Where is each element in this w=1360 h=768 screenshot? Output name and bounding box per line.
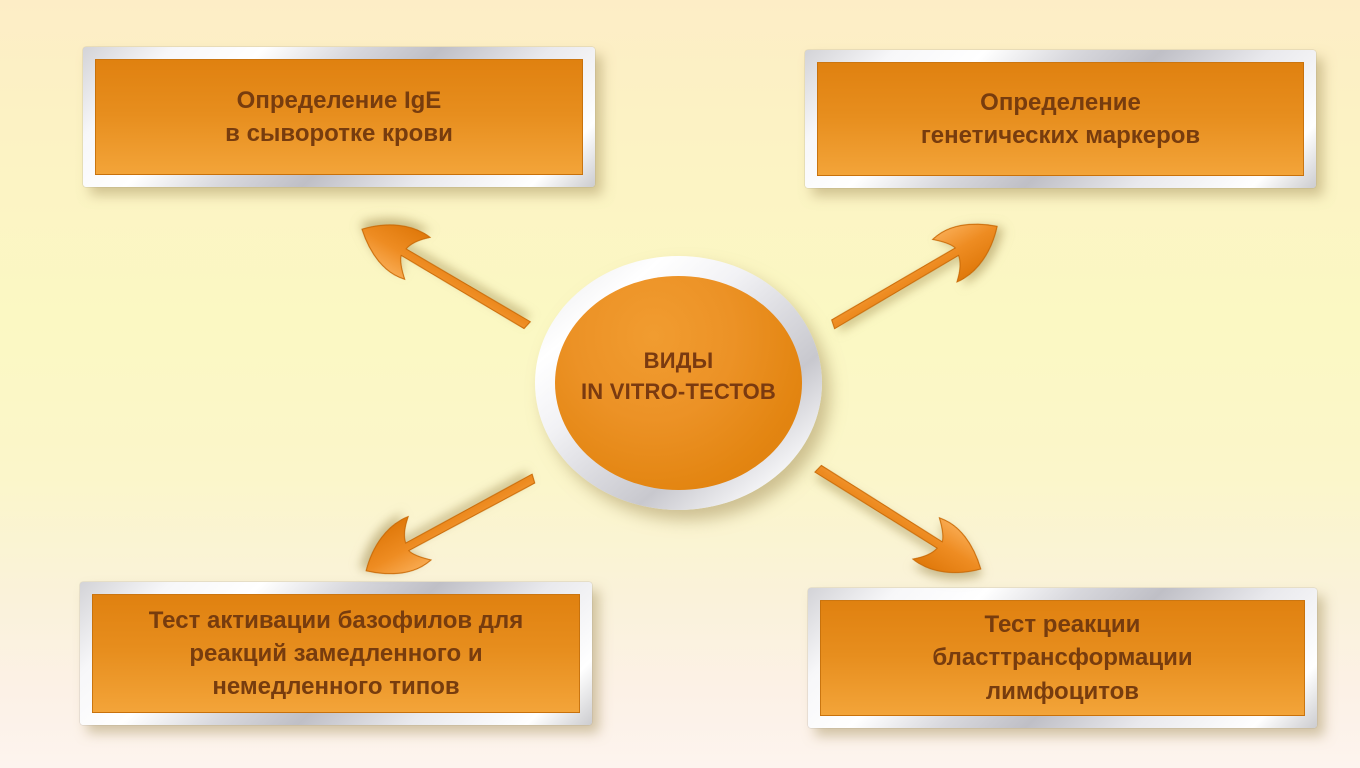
box-ige-serum: Определение IgE в сыворотке крови bbox=[83, 47, 595, 187]
box-text-line: Определение IgE bbox=[236, 86, 442, 114]
arrow-top-left-icon bbox=[361, 224, 532, 330]
box-genetic-markers-panel: Определение генетических маркеров bbox=[817, 62, 1304, 176]
center-circle-panel: ВИДЫ IN VITRO-ТЕСТОВ bbox=[555, 276, 802, 490]
box-ige-serum-panel: Определение IgE в сыворотке крови bbox=[95, 59, 583, 175]
arrow-bottom-right-icon bbox=[814, 464, 982, 574]
box-blast-transformation-panel: Тест реакции бласттрансформации лимфоцит… bbox=[820, 600, 1305, 716]
box-genetic-markers-label: Определение генетических маркеров bbox=[921, 86, 1200, 152]
box-text-line: Тест активации базофилов для bbox=[148, 606, 524, 634]
box-text-line: лимфоцитов bbox=[985, 677, 1140, 705]
box-basophil-activation-panel: Тест активации базофилов для реакций зам… bbox=[92, 594, 580, 713]
box-blast-transformation: Тест реакции бласттрансформации лимфоцит… bbox=[808, 588, 1317, 728]
box-text-line: Определение bbox=[980, 88, 1141, 116]
box-blast-transformation-label: Тест реакции бласттрансформации лимфоцит… bbox=[932, 608, 1192, 707]
box-text-line: немедленного типов bbox=[212, 673, 460, 701]
box-text-line: Тест реакции bbox=[984, 611, 1141, 639]
box-genetic-markers: Определение генетических маркеров bbox=[805, 50, 1316, 188]
box-ige-serum-label: Определение IgE в сыворотке крови bbox=[225, 84, 453, 150]
circle-text-line: ВИДЫ bbox=[643, 347, 714, 373]
box-basophil-activation: Тест активации базофилов для реакций зам… bbox=[80, 582, 592, 725]
box-text-line: бласттрансформации bbox=[932, 644, 1193, 672]
arrow-top-right-icon bbox=[831, 223, 998, 330]
box-basophil-activation-label: Тест активации базофилов для реакций зам… bbox=[149, 604, 524, 703]
box-text-line: генетических маркеров bbox=[920, 122, 1201, 149]
circle-text-line: IN VITRO-ТЕСТОВ bbox=[580, 379, 776, 404]
box-text-line: в сыворотке крови bbox=[225, 120, 453, 147]
center-circle-label: ВИДЫ IN VITRO-ТЕСТОВ bbox=[581, 345, 776, 407]
center-circle: ВИДЫ IN VITRO-ТЕСТОВ bbox=[535, 256, 822, 510]
arrow-bottom-left-icon bbox=[365, 473, 536, 575]
box-text-line: реакций замедленного и bbox=[189, 639, 483, 667]
